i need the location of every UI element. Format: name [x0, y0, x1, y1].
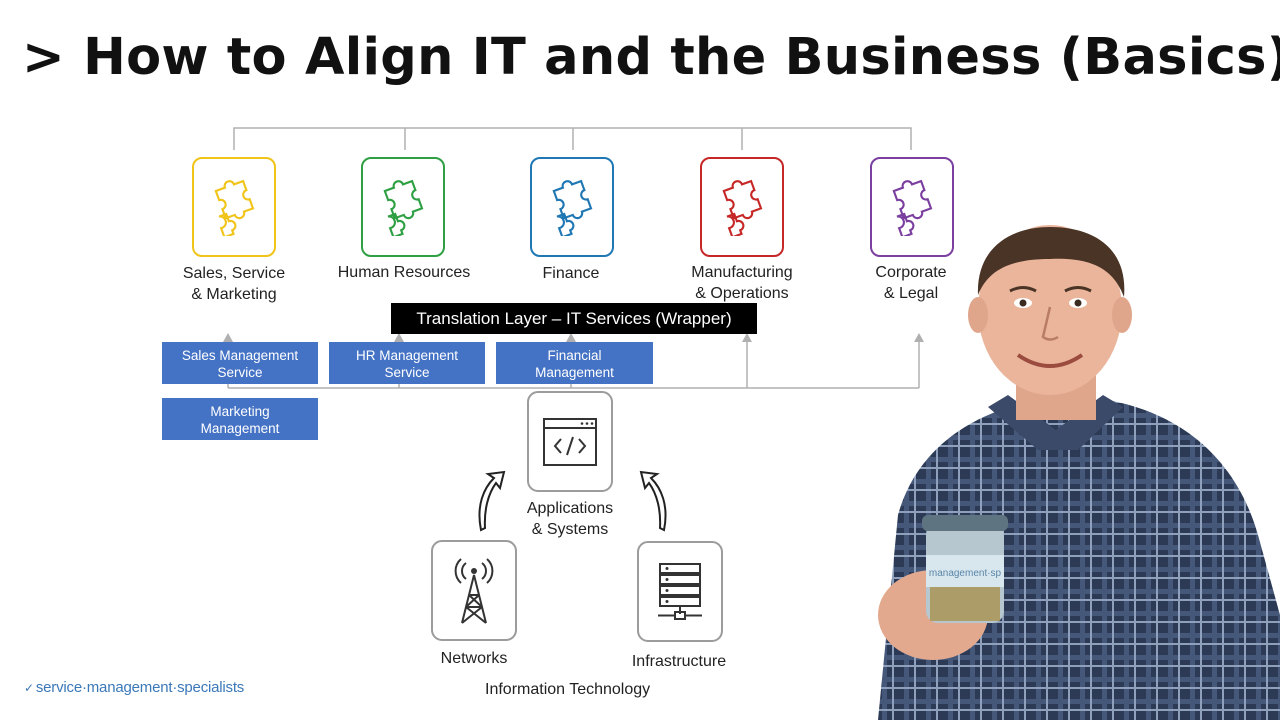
- dept-card-sales: [192, 157, 276, 257]
- check-icon: ✓: [24, 681, 34, 695]
- service-box-sales: Sales Management Service: [162, 342, 318, 384]
- service-box-hr: HR Management Service: [329, 342, 485, 384]
- service-box-marketing: Marketing Management Service: [162, 398, 318, 440]
- company-logo: ✓service·management·specialists: [24, 679, 244, 696]
- diagram-footer: Information Technology: [485, 681, 651, 698]
- it-card-infrastructure: [637, 541, 723, 642]
- puzzle-icon: [552, 179, 593, 236]
- dept-card-finance: [530, 157, 614, 257]
- dept-label-manufacturing: Manufacturing & Operations: [691, 264, 793, 302]
- service-box-finance: Financial Management Service: [496, 342, 653, 384]
- code-window-icon: [543, 417, 597, 466]
- svg-text:management·sp: management·sp: [929, 568, 1002, 579]
- dept-label-finance: Finance: [542, 265, 600, 282]
- radio-tower-icon: [454, 557, 494, 624]
- dept-label-corporate: Corporate & Legal: [875, 264, 947, 302]
- it-label-applications: Applications & Systems: [526, 500, 614, 538]
- puzzle-icon: [892, 179, 933, 236]
- it-card-applications: [527, 391, 613, 492]
- page-title: > How to Align IT and the Business (Basi…: [22, 28, 1280, 87]
- it-label-networks: Networks: [440, 650, 508, 667]
- dept-card-hr: [361, 157, 445, 257]
- dept-label-sales: Sales, Service & Marketing: [182, 265, 286, 303]
- it-card-networks: [431, 540, 517, 641]
- dept-card-corporate: [870, 157, 954, 257]
- puzzle-icon: [722, 179, 763, 236]
- logo-text: service·management·specialists: [35, 679, 245, 696]
- dept-label-hr: Human Resources: [337, 264, 471, 281]
- presenter-image: management·sp: [878, 225, 1280, 720]
- puzzle-icon: [383, 179, 424, 236]
- it-label-infrastructure: Infrastructure: [631, 653, 727, 670]
- puzzle-icon: [214, 179, 255, 236]
- translation-layer-banner: Translation Layer – IT Services (Wrapper…: [391, 303, 757, 334]
- dept-card-manufacturing: [700, 157, 784, 257]
- server-rack-icon: [658, 562, 702, 620]
